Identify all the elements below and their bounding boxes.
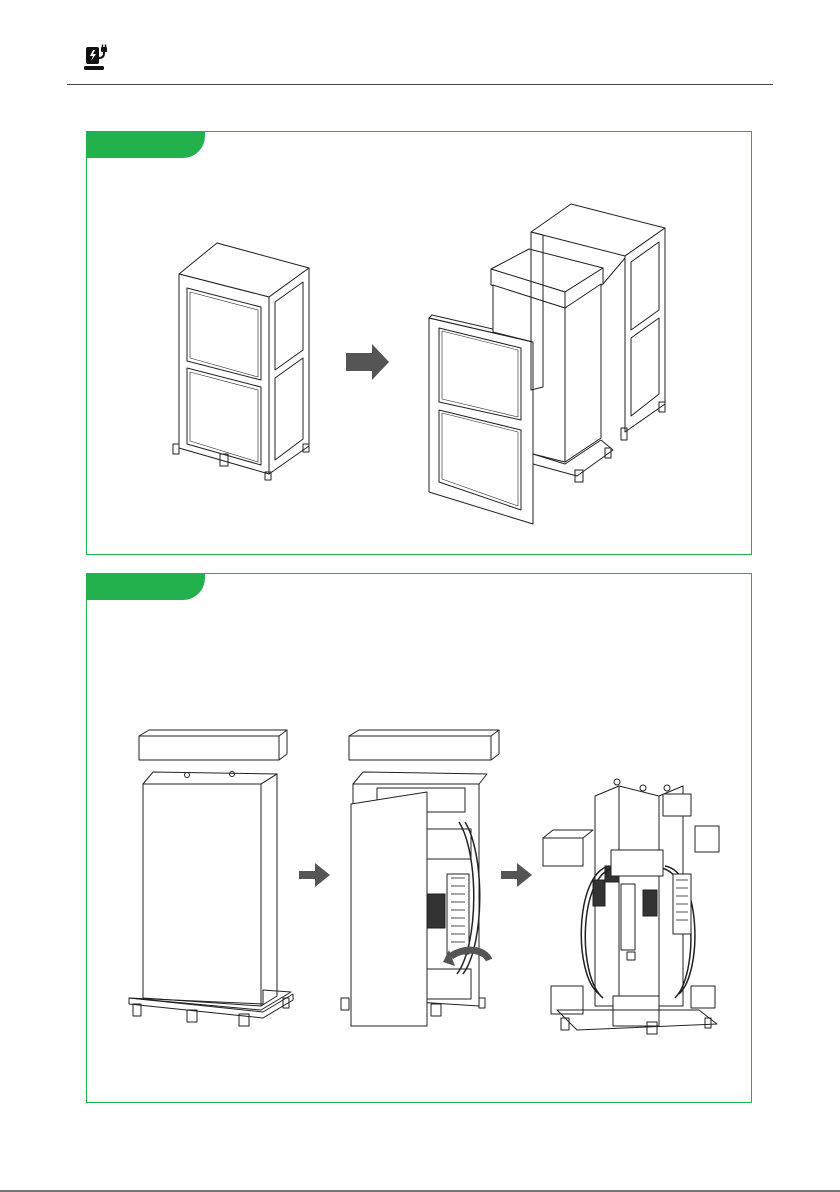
opening-carton <box>341 730 499 1026</box>
boxed-charger <box>129 730 293 1026</box>
header-rule <box>67 84 773 85</box>
arrow-right-icon <box>299 863 330 887</box>
front-frame-panel <box>429 315 536 524</box>
step-panel-carton <box>86 573 752 1103</box>
ev-charger-logo-icon <box>83 44 113 74</box>
step-panel-crate <box>86 131 752 555</box>
carton-removal-illustration <box>87 574 753 1104</box>
unpacked-charger-with-foam <box>543 779 719 1034</box>
crated-cabinet <box>173 243 309 480</box>
crate-removal-illustration <box>87 132 753 556</box>
arrow-right-icon <box>501 863 532 887</box>
arrow-right-icon <box>346 344 389 380</box>
